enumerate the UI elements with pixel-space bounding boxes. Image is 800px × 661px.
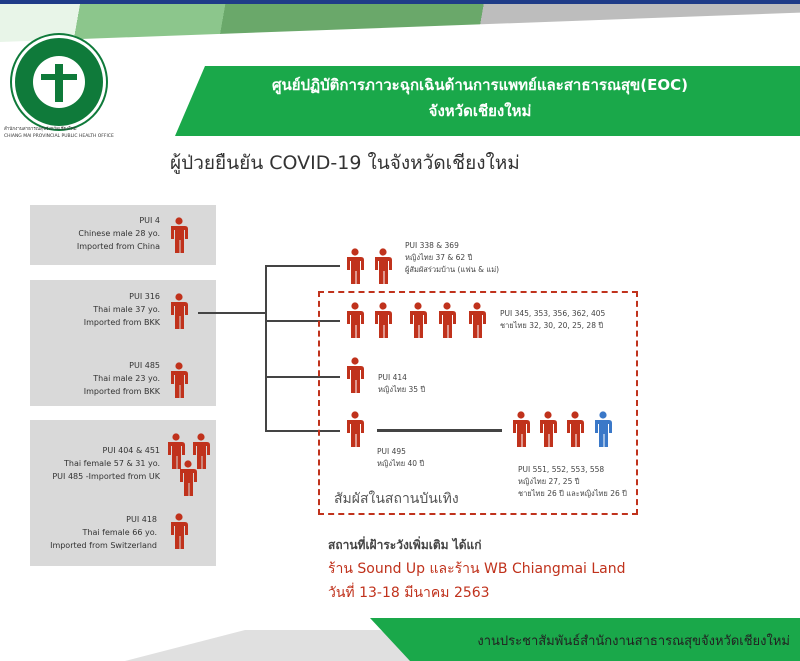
person-icon [344,357,366,393]
top-band [0,0,800,42]
logo-caption-en: CHIANG MAI PROVINCIAL PUBLIC HEALTH OFFI… [4,134,114,139]
entertainment-cluster-box [318,291,638,515]
person-icon [372,248,394,284]
person-icon [177,460,199,496]
person-icon [168,513,190,549]
person-icon [344,302,366,338]
person-icon [564,411,586,447]
notice-places: ร้าน Sound Up และร้าน WB Chiangmai Land [328,561,626,577]
person-icon [407,302,429,338]
header-banner [175,66,800,136]
person-icon [436,302,458,338]
connector-line [265,376,340,378]
footer-text: งานประชาสัมพันธ์สำนักงานสาธารณสุขจังหวัด… [477,634,790,649]
connector-line [198,312,266,314]
person-icon [510,411,532,447]
logo-caption-th: สำนักงานสาธารณสุขจังหวัดเชียงใหม่ [4,127,77,132]
source-box-2 [30,280,216,406]
header-title-line1: ศูนย์ปฏิบัติการภาวะฉุกเฉินด้านการแพทย์แล… [271,76,689,94]
top-border [0,0,800,4]
person-icon [466,302,488,338]
header-title-line2: จังหวัดเชียงใหม่ [428,102,532,120]
page-title: ผู้ป่วยยืนยัน COVID-19 ในจังหวัดเชียงใหม… [170,152,520,174]
person-icon [168,217,190,253]
connector-line [265,265,340,267]
cluster-label: สัมผัสในสถานบันเทิง [334,491,459,507]
connector-line [377,429,502,432]
person-icon [168,293,190,329]
connector-line [265,265,267,431]
person-icon [592,411,614,447]
person-icon [344,248,366,284]
notice-dates: วันที่ 13-18 มีนาคม 2563 [328,585,490,601]
person-icon [537,411,559,447]
person-icon [168,362,190,398]
header-title: ศูนย์ปฏิบัติการภาวะฉุกเฉินด้านการแพทย์แล… [190,72,770,124]
ministry-logo [12,35,106,129]
connector-line [265,320,340,322]
connector-line [265,430,340,432]
notice: สถานที่เฝ้าระวังเพิ่มเติม ได้แก่ ร้าน So… [328,533,626,605]
person-icon [344,411,366,447]
person-icon [372,302,394,338]
notice-heading: สถานที่เฝ้าระวังเพิ่มเติม ได้แก่ [328,538,482,552]
footer-band [370,618,800,661]
logo-caption: สำนักงานสาธารณสุขจังหวัดเชียงใหม่ CHIANG… [4,126,114,140]
footer-band-gray [125,630,425,661]
